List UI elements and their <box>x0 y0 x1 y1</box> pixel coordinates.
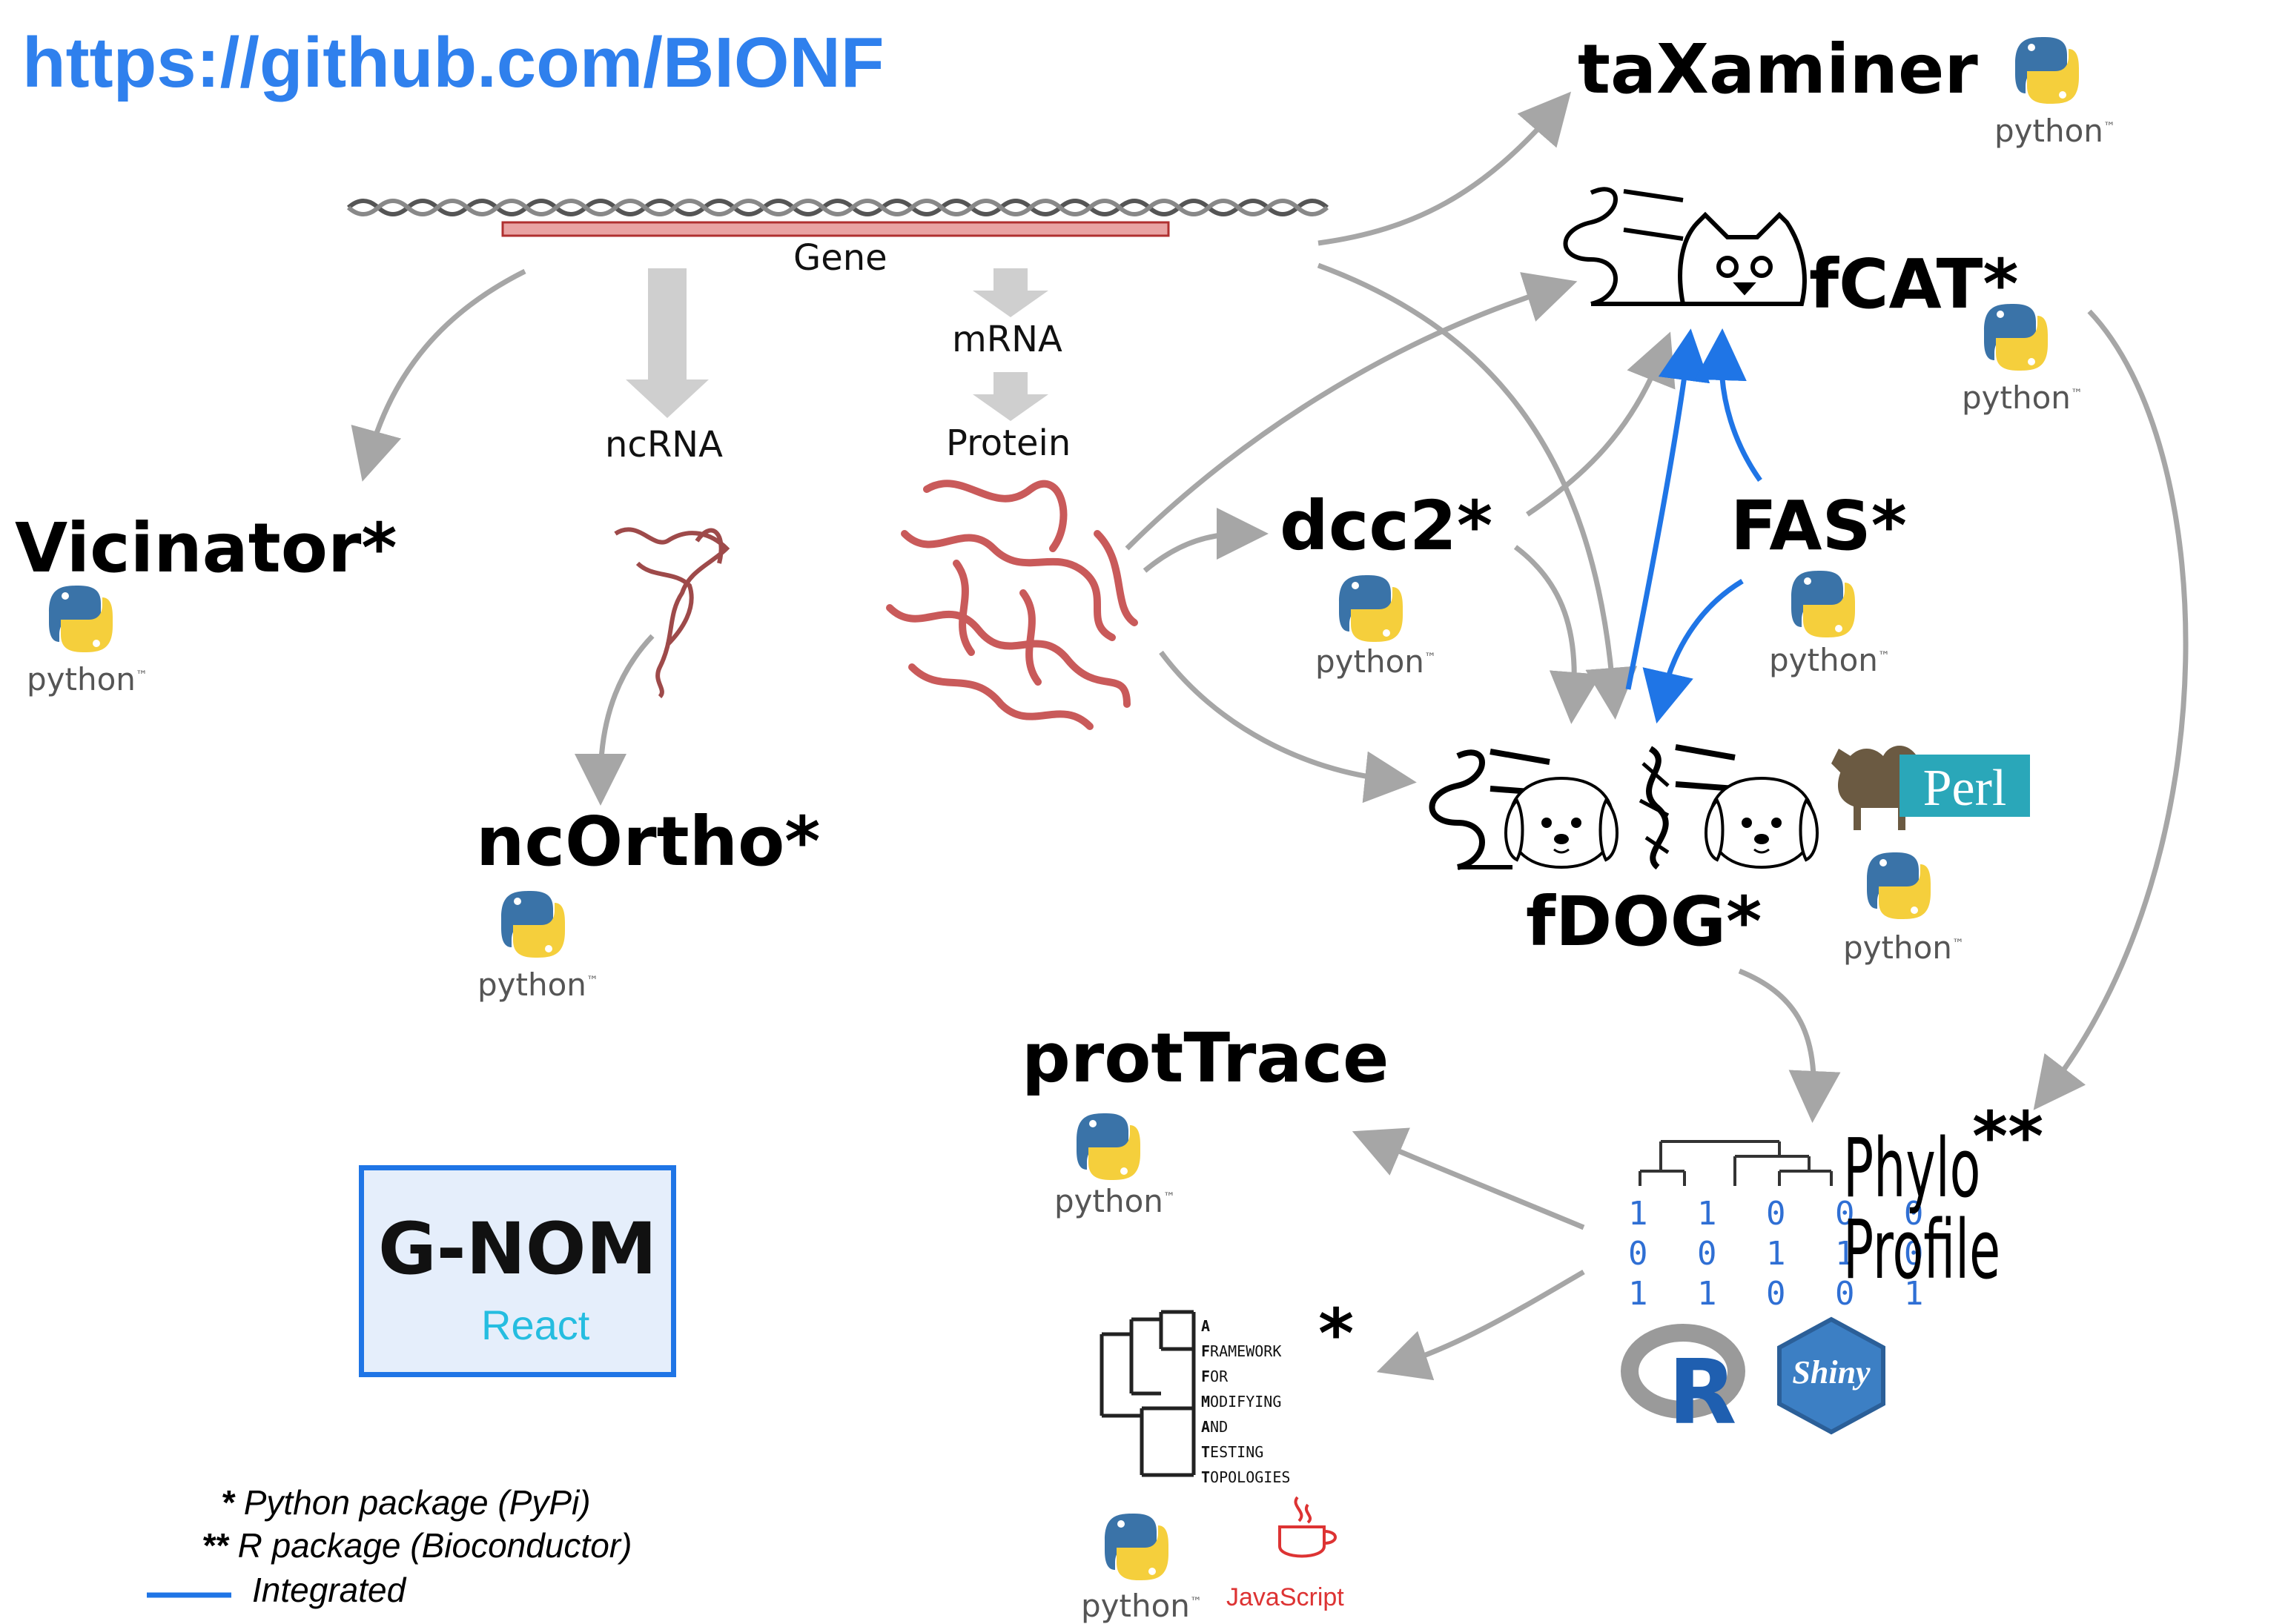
ncortho-title[interactable]: ncOrtho* <box>476 802 821 881</box>
python-label: python™ <box>1994 113 2115 149</box>
python-label: python™ <box>1962 380 2083 416</box>
protein-structure-icon <box>886 480 1138 730</box>
python-label: python™ <box>27 661 148 697</box>
vicinator-title[interactable]: Vicinator* <box>15 508 397 588</box>
perl-label: Perl <box>1922 760 2007 817</box>
matt-line: TESTING <box>1201 1443 1264 1461</box>
legend-double-star: ** <box>202 1526 228 1565</box>
gene-bar <box>501 221 1170 237</box>
python-label: python™ <box>1054 1183 1175 1219</box>
gnom-title: G-NOM <box>377 1207 658 1290</box>
fcat-title[interactable]: fCAT* <box>1809 245 2019 324</box>
matt-line: FRAMEWORK <box>1201 1342 1282 1360</box>
fcat-cat-icon <box>1563 187 1807 306</box>
python-logo-icon <box>501 891 565 958</box>
prottrace-title[interactable]: protTrace <box>1022 1018 1389 1098</box>
matt-line: AND <box>1201 1418 1229 1436</box>
phyloprofile-tree-icon <box>1639 1140 1833 1186</box>
gene-label: Gene <box>793 237 887 279</box>
matt-star: * <box>1318 1294 1355 1373</box>
legend-python-text: Python package (PyPi) <box>243 1483 591 1522</box>
dna-helix-icon <box>346 199 1329 216</box>
python-label: python™ <box>1315 643 1436 680</box>
taxaminer-title[interactable]: taXaminer <box>1578 30 1978 109</box>
mrna-label: mRNA <box>952 319 1062 360</box>
phyloprofile-title-line2[interactable]: Profile <box>1843 1202 2001 1297</box>
python-logo-icon <box>1077 1113 1140 1180</box>
legend-r: ** R package (Bioconductor) <box>202 1525 632 1565</box>
fdog-icon <box>1429 744 1819 870</box>
svg-text:Shiny: Shiny <box>1792 1354 1871 1391</box>
legend-star: * <box>221 1483 234 1522</box>
protein-block-arrow <box>973 372 1048 421</box>
legend-integrated-text: Integrated <box>252 1571 406 1609</box>
matt-line: FOR <box>1201 1368 1229 1385</box>
fas-title[interactable]: FAS* <box>1730 486 1907 566</box>
python-label: python™ <box>1769 642 1890 678</box>
python-logo-icon <box>1791 571 1855 637</box>
phyloprofile-binary-row: 1 1 0 0 0 <box>1628 1195 1939 1233</box>
matt-acronym[interactable]: A FRAMEWORK FOR MODIFYING AND TESTING TO… <box>1201 1313 1290 1490</box>
protein-label: Protein <box>946 422 1071 464</box>
python-logo-icon <box>1339 575 1403 642</box>
github-url-link[interactable]: https://github.com/BIONF <box>22 23 885 102</box>
phyloprofile-title-line1[interactable]: Phylo <box>1843 1121 1981 1216</box>
ncrna-block-arrow <box>626 268 709 418</box>
python-logo-icon <box>2015 37 2079 104</box>
phyloprofile-binary-row: 0 0 1 1 0 <box>1628 1235 1939 1273</box>
python-logo-icon <box>1105 1514 1168 1580</box>
ncrna-label: ncRNA <box>605 424 723 465</box>
shiny-logo-icon: Shiny <box>1777 1316 1885 1435</box>
matt-line: TOPOLOGIES <box>1201 1468 1291 1486</box>
legend-python: * Python package (PyPi) <box>221 1482 591 1522</box>
matt-line: A <box>1201 1317 1211 1335</box>
matt-tree-icon <box>1100 1310 1196 1477</box>
python-label: python™ <box>477 967 598 1003</box>
javascript-cup-icon <box>1278 1496 1337 1558</box>
mrna-block-arrow <box>973 268 1048 317</box>
fdog-title[interactable]: fDOG* <box>1526 882 1762 961</box>
legend-r-text: R package (Bioconductor) <box>237 1526 632 1565</box>
gray-arrows <box>351 91 2189 1381</box>
ncrna-structure-icon <box>614 527 730 699</box>
react-label: React <box>481 1302 590 1348</box>
phyloprofile-stars: ** <box>1972 1097 2044 1176</box>
phyloprofile-binary-row: 1 1 0 0 1 <box>1628 1275 1939 1313</box>
python-logo-icon <box>49 586 113 652</box>
python-label: python™ <box>1843 929 1964 966</box>
dcc2-title[interactable]: dcc2* <box>1280 486 1493 566</box>
integrated-arrows <box>1625 328 1762 724</box>
matt-line: MODIFYING <box>1201 1393 1282 1411</box>
python-logo-icon <box>1867 852 1931 919</box>
r-logo-icon: R <box>1621 1324 1745 1445</box>
python-label: python™ <box>1081 1588 1202 1624</box>
svg-text:R: R <box>1668 1342 1736 1445</box>
javascript-label: JavaScript <box>1226 1583 1344 1611</box>
perl-badge: Perl <box>1899 755 2030 817</box>
gnom-card[interactable]: G-NOM React <box>359 1165 676 1377</box>
